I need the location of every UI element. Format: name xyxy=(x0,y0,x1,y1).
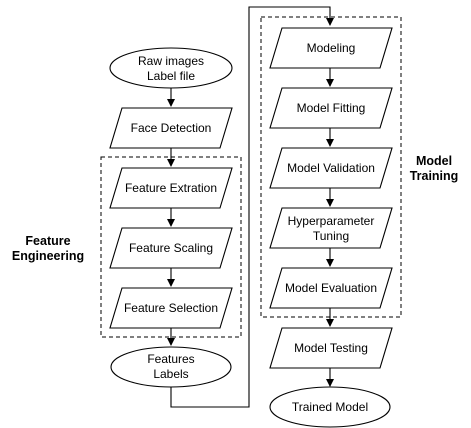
model-training-group-box xyxy=(260,16,402,318)
feature-scaling-node: Feature Scaling xyxy=(109,227,233,269)
modeling-label: Modeling xyxy=(307,41,356,55)
feature-engineering-label-line2: Engineering xyxy=(12,249,84,263)
modeling-node: Modeling xyxy=(269,27,393,69)
model-validation-label: Model Validation xyxy=(287,161,375,175)
model-testing-label: Model Testing xyxy=(294,341,368,355)
trained-model-label: Trained Model xyxy=(292,400,368,414)
raw-images-label-line2: Label file xyxy=(147,69,195,83)
hyperparameter-tuning-label-line2: Tuning xyxy=(313,229,349,243)
feature-selection-label: Feature Selection xyxy=(124,301,218,315)
edge-features-to-modeling xyxy=(170,6,334,408)
raw-images-node: Raw images Label file xyxy=(109,47,233,89)
model-validation-node: Model Validation xyxy=(269,147,393,189)
trained-model-node: Trained Model xyxy=(269,386,391,428)
feature-extraction-node: Feature Extration xyxy=(109,167,233,209)
model-fitting-label: Model Fitting xyxy=(297,101,366,115)
model-training-label-line2: Training xyxy=(410,169,459,183)
features-labels-label-line1: Features xyxy=(147,352,194,366)
feature-selection-node: Feature Selection xyxy=(109,287,233,329)
features-labels-label-line2: Labels xyxy=(153,367,188,381)
feature-extraction-label: Feature Extration xyxy=(125,181,217,195)
model-training-label-line1: Model xyxy=(416,154,452,168)
face-detection-node: Face Detection xyxy=(109,107,233,149)
face-detection-label: Face Detection xyxy=(131,121,212,135)
raw-images-label-line1: Raw images xyxy=(138,54,204,68)
model-evaluation-label: Model Evaluation xyxy=(285,281,377,295)
model-fitting-node: Model Fitting xyxy=(269,87,393,129)
model-testing-node: Model Testing xyxy=(269,327,393,369)
model-evaluation-node: Model Evaluation xyxy=(269,267,393,309)
hyperparameter-tuning-label-line1: Hyperparameter xyxy=(288,214,375,228)
hyperparameter-tuning-node: Hyperparameter Tuning xyxy=(269,207,393,249)
features-labels-node: Features Labels xyxy=(110,346,232,388)
feature-scaling-label: Feature Scaling xyxy=(129,241,213,255)
feature-engineering-label-line1: Feature xyxy=(25,234,70,248)
